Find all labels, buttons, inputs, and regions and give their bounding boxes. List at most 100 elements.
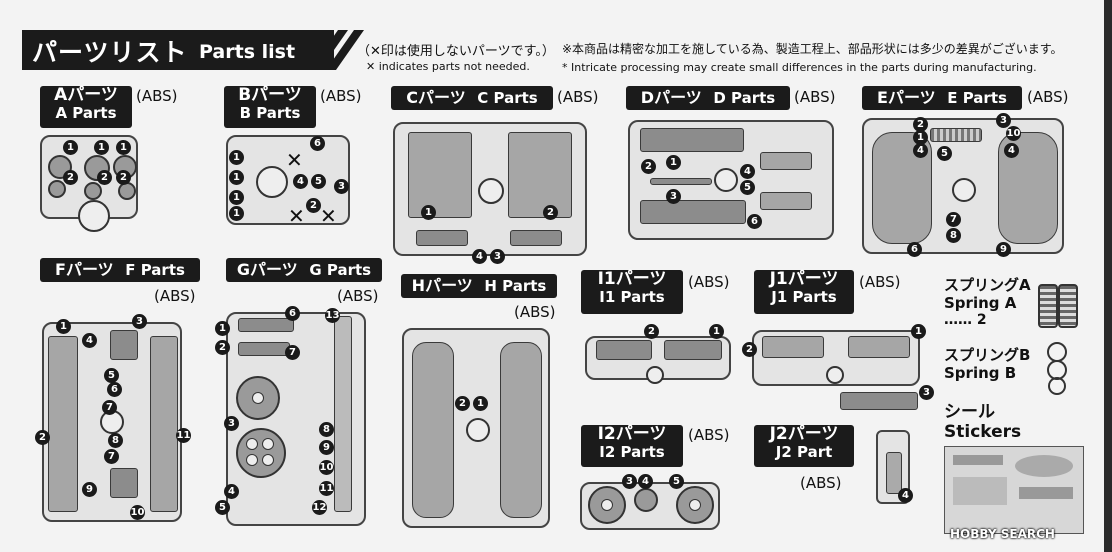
label-j1-parts: J1パーツ J1 Parts xyxy=(754,270,854,314)
label-f-jp: Fパーツ xyxy=(55,260,114,279)
label-b-parts: Bパーツ B Parts xyxy=(224,86,316,128)
runner-a-part xyxy=(84,182,102,200)
part-number-badge: 8 xyxy=(108,433,123,448)
material-f: (ABS) xyxy=(154,287,196,305)
part-number-badge: 1 xyxy=(229,150,244,165)
label-c-jp: Cパーツ xyxy=(406,88,466,107)
part-number-badge: 2 xyxy=(742,342,757,357)
label-i1-parts: I1パーツ I1 Parts xyxy=(581,270,683,314)
sticker-shape xyxy=(953,455,1003,465)
material-d: (ABS) xyxy=(794,88,836,106)
label-h-parts: Hパーツ H Parts xyxy=(401,274,557,298)
runner-i2-gear xyxy=(634,488,658,512)
part-number-badge: 4 xyxy=(740,164,755,179)
part-number-badge: 3 xyxy=(919,385,934,400)
runner-j1-part xyxy=(762,336,824,358)
part-number-badge: 7 xyxy=(104,449,119,464)
part-number-badge: 1 xyxy=(229,170,244,185)
label-a-jp: Aパーツ xyxy=(54,85,118,105)
note-x-en: ✕ indicates parts not needed. xyxy=(366,60,530,73)
part-number-badge: 7 xyxy=(102,400,117,415)
runner-j2-part xyxy=(886,452,902,494)
runner-a-part xyxy=(48,155,72,179)
spring-b-jp: スプリングB xyxy=(944,346,1031,364)
material-h: (ABS) xyxy=(514,303,556,321)
material-j2: (ABS) xyxy=(800,474,842,492)
runner-i1-part xyxy=(664,340,722,360)
label-j1-jp: J1パーツ xyxy=(769,269,839,289)
part-number-badge: 6 xyxy=(747,214,762,229)
runner-c-part xyxy=(416,230,468,246)
part-number-badge: 5 xyxy=(215,500,230,515)
parts-list-header: パーツリスト Parts list xyxy=(22,30,334,70)
part-number-badge: 2 xyxy=(35,430,50,445)
part-number-badge: 2 xyxy=(215,340,230,355)
label-i2-parts: I2パーツ I2 Parts xyxy=(581,425,683,467)
spring-a-jp: スプリングA xyxy=(944,276,1031,294)
spring-a-label: スプリングA Spring A …… 2 xyxy=(944,276,1031,329)
part-number-badge: 7 xyxy=(285,345,300,360)
part-number-badge: 10 xyxy=(319,460,334,475)
runner-i1-part xyxy=(596,340,652,360)
gear-hole xyxy=(262,438,274,450)
spring-a-count: …… 2 xyxy=(944,312,987,328)
part-number-badge: 4 xyxy=(898,488,913,503)
runner-d-hub xyxy=(714,168,738,192)
label-d-jp: Dパーツ xyxy=(640,88,702,107)
part-number-badge: 12 xyxy=(312,500,327,515)
material-a: (ABS) xyxy=(136,87,178,105)
spring-a-icon xyxy=(1038,284,1058,328)
sticker-shape xyxy=(1015,455,1073,477)
runner-b-hub xyxy=(256,166,288,198)
part-number-badge: 5 xyxy=(740,180,755,195)
material-b: (ABS) xyxy=(320,87,362,105)
part-number-badge: 6 xyxy=(285,306,300,321)
runner-g-gear xyxy=(236,428,286,478)
runner-e-part xyxy=(930,128,982,142)
part-number-badge: 2 xyxy=(97,170,112,185)
runner-f-part xyxy=(48,336,78,512)
part-number-badge: 1 xyxy=(94,140,109,155)
gear-hole xyxy=(246,454,258,466)
part-number-badge: 1 xyxy=(911,324,926,339)
part-number-badge: 1 xyxy=(709,324,724,339)
page-edge xyxy=(1104,0,1112,552)
part-number-badge: 4 xyxy=(224,484,239,499)
runner-c-part xyxy=(510,230,562,246)
runner-i2-gear xyxy=(588,486,626,524)
label-i2-jp: I2パーツ xyxy=(597,424,667,444)
header-title-en: Parts list xyxy=(199,41,296,63)
part-number-badge: 3 xyxy=(224,416,239,431)
part-number-badge: 11 xyxy=(319,481,334,496)
label-a-en: A Parts xyxy=(55,103,117,122)
note-processing-en: * Intricate processing may create small … xyxy=(562,61,1037,74)
label-f-parts: Fパーツ F Parts xyxy=(40,258,200,282)
runner-c-part xyxy=(508,132,572,218)
gear-hole xyxy=(252,392,264,404)
part-number-badge: 2 xyxy=(543,205,558,220)
note-processing-jp: ※本商品は精密な加工を施している為、製造工程上、部品形状には多少の差異がございま… xyxy=(562,42,1063,56)
label-i2-en: I2 Parts xyxy=(599,442,665,461)
runner-b-frame xyxy=(226,135,350,225)
label-i1-jp: I1パーツ xyxy=(597,269,667,289)
runner-d-part xyxy=(640,128,744,152)
part-number-badge: 5 xyxy=(311,174,326,189)
part-number-badge: 1 xyxy=(666,155,681,170)
runner-g-gear xyxy=(236,376,280,420)
label-a-parts: Aパーツ A Parts xyxy=(40,86,132,128)
part-number-badge: 4 xyxy=(293,174,308,189)
runner-j1-part xyxy=(840,392,918,410)
not-needed-mark: ✕ xyxy=(320,204,337,228)
part-number-badge: 6 xyxy=(310,136,325,151)
part-number-badge: 4 xyxy=(638,474,653,489)
part-number-badge: 4 xyxy=(82,333,97,348)
not-needed-mark: ✕ xyxy=(286,148,303,172)
part-number-badge: 8 xyxy=(319,422,334,437)
part-number-badge: 3 xyxy=(996,113,1011,128)
gear-hole xyxy=(689,499,701,511)
label-j1-en: J1 Parts xyxy=(771,287,837,306)
label-e-en: E Parts xyxy=(947,89,1007,107)
part-number-badge: 9 xyxy=(82,482,97,497)
part-number-badge: 11 xyxy=(176,428,191,443)
part-number-badge: 10 xyxy=(130,505,145,520)
